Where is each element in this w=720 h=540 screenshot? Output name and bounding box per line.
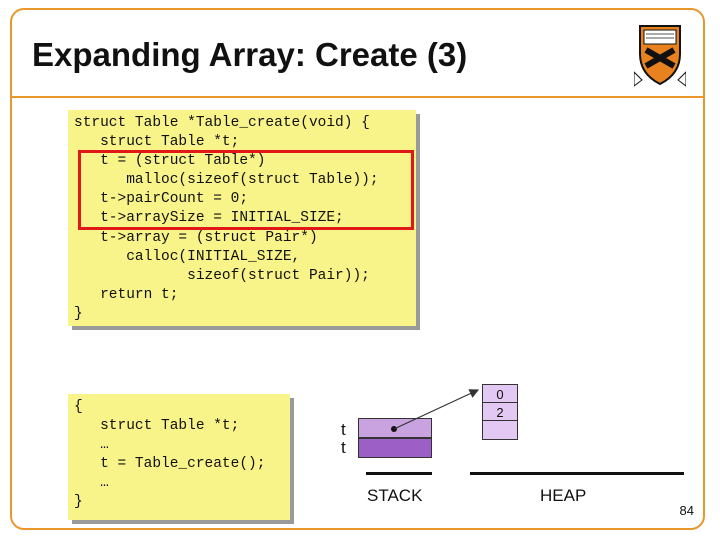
stack-baseline [366,472,432,475]
university-shield-icon [634,25,686,87]
heap-baseline [470,472,684,475]
heap-cell-array [482,420,518,440]
stack-label: STACK [367,486,423,505]
create-function-code-text: struct Table *Table_create(void) { struc… [74,115,379,322]
heap-cell-pair-count: 0 [482,384,518,405]
slide-title: Expanding Array: Create (3) [32,36,468,73]
slide-number: 84 [679,503,694,518]
malloc-highlight [78,150,414,230]
caller-code-text: { struct Table *t; … t = Table_create();… [74,399,266,511]
caller-code: { struct Table *t; … t = Table_create();… [68,394,290,520]
stack-var-label-1: t [341,420,346,439]
slide-frame [10,8,705,530]
stack-frame-t [358,438,432,458]
heap-label: HEAP [540,486,587,505]
stack-var-label-2: t [341,438,346,457]
create-function-code: struct Table *Table_create(void) { struc… [68,110,416,326]
title-rule [10,96,705,98]
